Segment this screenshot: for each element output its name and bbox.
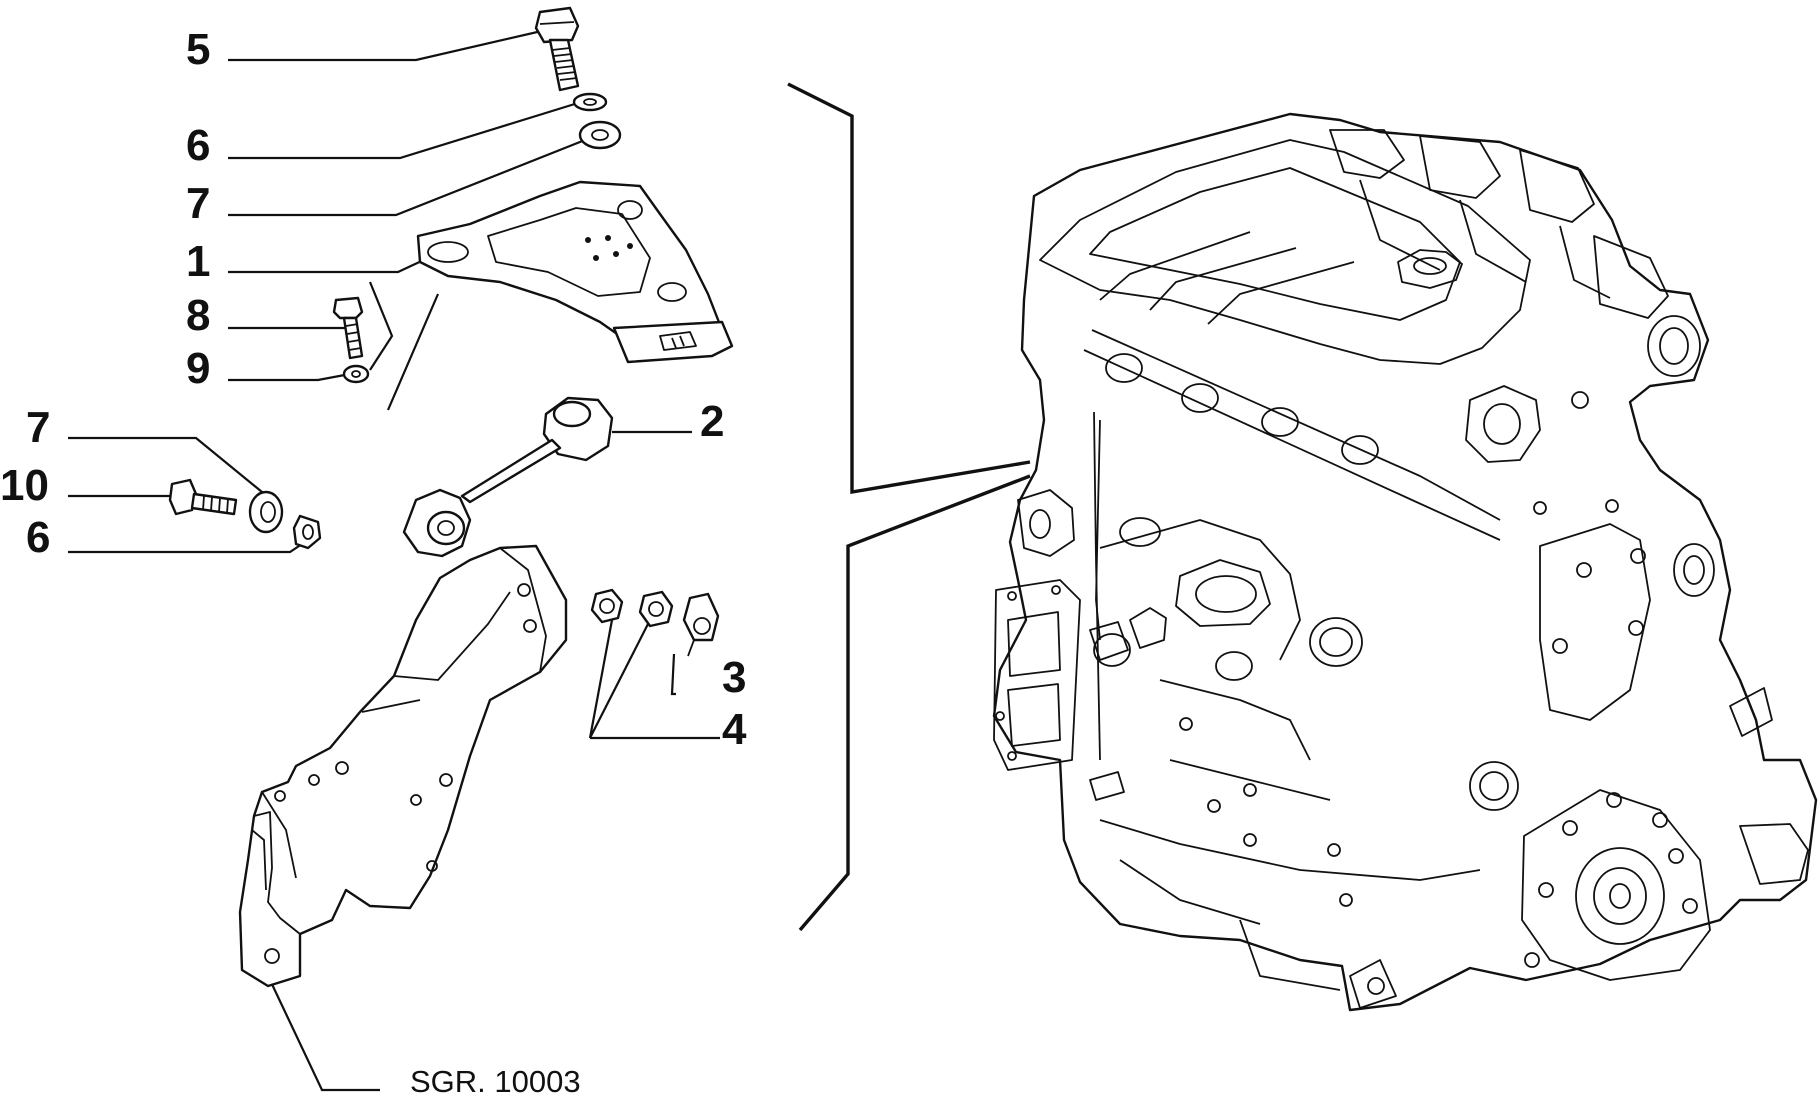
upper-mount-bracket-part-1 (416, 180, 734, 364)
leader-lines (68, 28, 720, 1092)
callout-7: 7 (186, 179, 210, 228)
nut-part-4b (638, 590, 674, 628)
lock-washer-part-6 (572, 92, 608, 112)
bolt-part-8 (332, 296, 364, 360)
callout-2: 2 (700, 397, 724, 446)
callout-3: 3 (722, 653, 746, 702)
callout-8: 8 (186, 291, 210, 340)
washer-part-9 (342, 364, 370, 384)
drawing-reference: SGR. 10003 (410, 1064, 581, 1098)
lock-washer-part-6-lower (292, 514, 322, 550)
callout-4: 4 (722, 705, 747, 754)
lower-mount-bracket (238, 544, 568, 988)
cage-nut-part-3 (682, 592, 720, 657)
assembly-bracket (787, 82, 1031, 932)
callout-5: 5 (186, 25, 210, 74)
callout-10: 10 (0, 461, 49, 510)
callout-6-lower: 6 (26, 513, 50, 562)
nut-part-4a (590, 588, 624, 624)
engine-assembly (992, 112, 1818, 1012)
callout-1: 1 (186, 237, 210, 286)
bolt-part-10 (168, 478, 238, 516)
bolt-part-5 (534, 6, 580, 92)
washer-part-7 (578, 120, 622, 150)
torque-rod-part-2 (402, 396, 614, 558)
callout-9: 9 (186, 344, 210, 393)
callout-7-lower: 7 (26, 403, 50, 452)
callout-6: 6 (186, 121, 210, 170)
washer-part-7-lower (248, 490, 284, 534)
